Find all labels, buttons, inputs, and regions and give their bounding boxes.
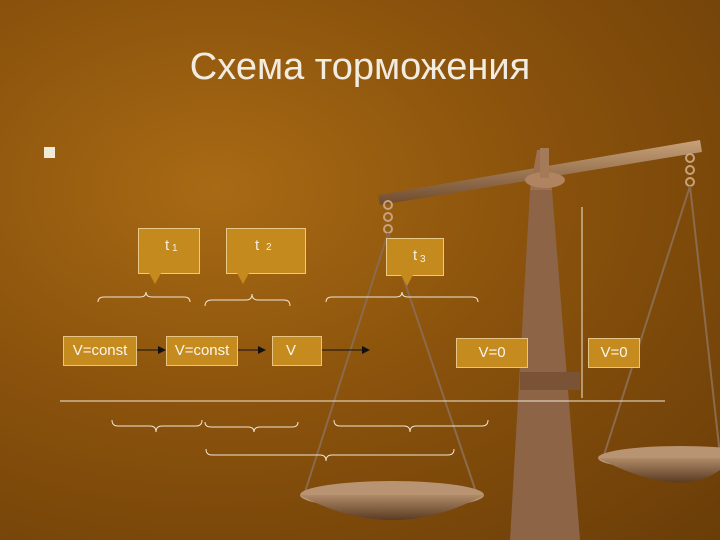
bullet-marker: [44, 147, 55, 158]
callout-t2-label: t: [255, 237, 260, 254]
arrow-2: [236, 346, 266, 354]
brace-bottom-1: [111, 419, 203, 433]
callout-t2-sub: 2: [266, 242, 272, 253]
callout-t3-sub: 3: [420, 254, 426, 265]
brace-bottom-total: [205, 448, 455, 462]
state-box-3: V: [272, 336, 322, 366]
callout-t1-label: t: [165, 237, 170, 254]
arrow-3: [320, 346, 370, 354]
callout-t3: t 3: [386, 238, 444, 286]
slide-title: Схема торможения: [189, 46, 531, 88]
brace-bottom-2: [204, 421, 299, 433]
brace-top-3: [325, 291, 479, 303]
state-box-5: V=0: [588, 338, 640, 368]
callout-t3-label: t: [413, 247, 418, 264]
brace-bottom-3: [333, 419, 489, 433]
state-box-3-label: V: [286, 342, 297, 359]
brace-top-1: [97, 291, 191, 303]
state-box-1: V=const: [63, 336, 137, 366]
arrow-1: [136, 346, 166, 354]
state-box-4: V=0: [456, 338, 528, 368]
callout-t1: t 1: [138, 228, 200, 284]
brace-top-2: [204, 293, 291, 307]
callout-t2: t 2: [226, 228, 306, 284]
state-box-2: V=const: [166, 336, 238, 366]
callout-t1-sub: 1: [172, 243, 178, 254]
